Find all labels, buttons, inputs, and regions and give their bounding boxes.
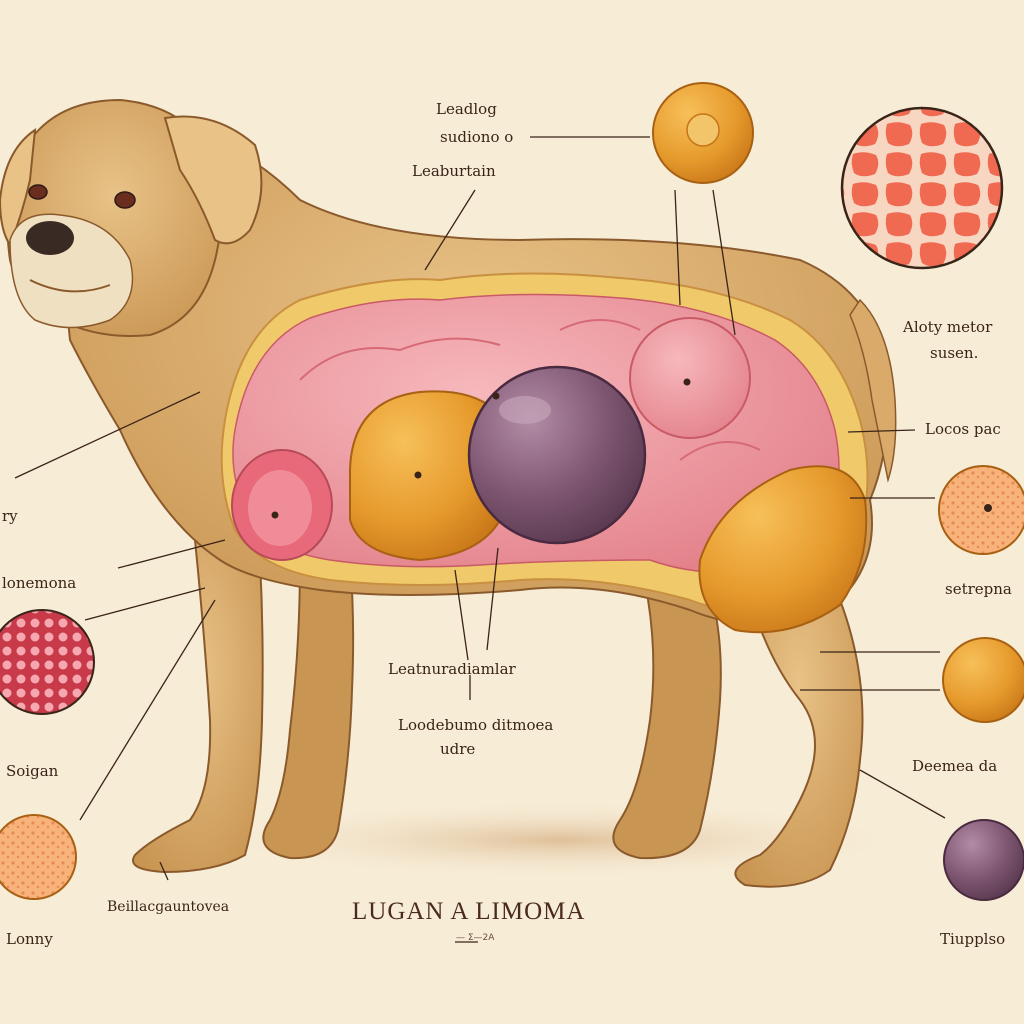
ground-shadow [200,800,920,880]
label-ry: ry [2,507,18,525]
cell-orange-right [942,637,1024,723]
page-subtitle: — Σ—2A [456,933,495,943]
label-setrepna: setrepna [945,580,1012,598]
marker-dot [683,378,691,386]
marker-dot [984,504,992,512]
label-leadlog: Leadlog [436,100,497,118]
label-deemea-da: Deemea da [912,757,998,775]
orange-lipoma-right [698,465,868,634]
label-locos-pac: Locos pac [925,420,1001,438]
dog-eye-left [28,184,48,200]
leader-lines [14,136,946,943]
dog-hind-leg-front [734,548,864,888]
pink-round-lobe [629,317,751,439]
dog-ear-left [0,127,37,248]
label-susen: susen. [930,344,979,362]
cell-orange-top-nucleus [686,113,720,147]
label-beillac: Beillacgauntovea [107,899,230,915]
left-pink-lobe-inner [248,470,312,546]
label-leaburtain: Leaburtain [412,162,496,180]
dog-eye-right [114,191,136,209]
label-lonny: Lonny [6,930,53,948]
tissue-section-large [842,108,1002,268]
tissue-fold-3 [679,441,761,461]
tissue-section-red-rim [0,609,95,715]
dog-nose [26,221,74,255]
label-tiupplso: Tiupplso [940,930,1006,948]
dog-front-leg-back [262,559,355,860]
dog-tail [849,298,897,483]
cell-dotted-right-rim [938,465,1024,555]
label-leatnuradiamlar: Leatnuradiamlar [388,660,516,678]
label-aloty-metor: Aloty metor [903,318,993,336]
label-sudiono: sudiono o [440,128,514,146]
label-lonemona: lonemona [2,574,77,592]
tissue-section-orange [0,815,76,899]
dog-hind-leg-back [612,559,722,860]
purple-tumor-highlight [499,396,551,424]
cell-purple-right [943,819,1024,901]
marker-dot [414,471,422,479]
dog-front-leg-front [132,538,264,874]
dog-mouth [29,279,111,293]
page-title: LUGAN A LIMOMA [352,898,586,925]
cell-dotted-right [939,466,1024,554]
tissue-section-orange-rim [0,814,77,900]
label-soigan: Soigan [6,762,59,780]
dog-ear-right [163,115,263,245]
tissue-section-red [0,610,94,714]
marker-dot [492,392,500,400]
label-lodebumo: Loodebumo ditmoea [398,716,554,734]
label-udre: udre [440,740,476,758]
tissue-fold-1 [299,337,501,381]
tissue-fold-2 [559,319,641,331]
marker-dot [271,511,279,519]
tissue-section-large-rim [840,106,1004,270]
